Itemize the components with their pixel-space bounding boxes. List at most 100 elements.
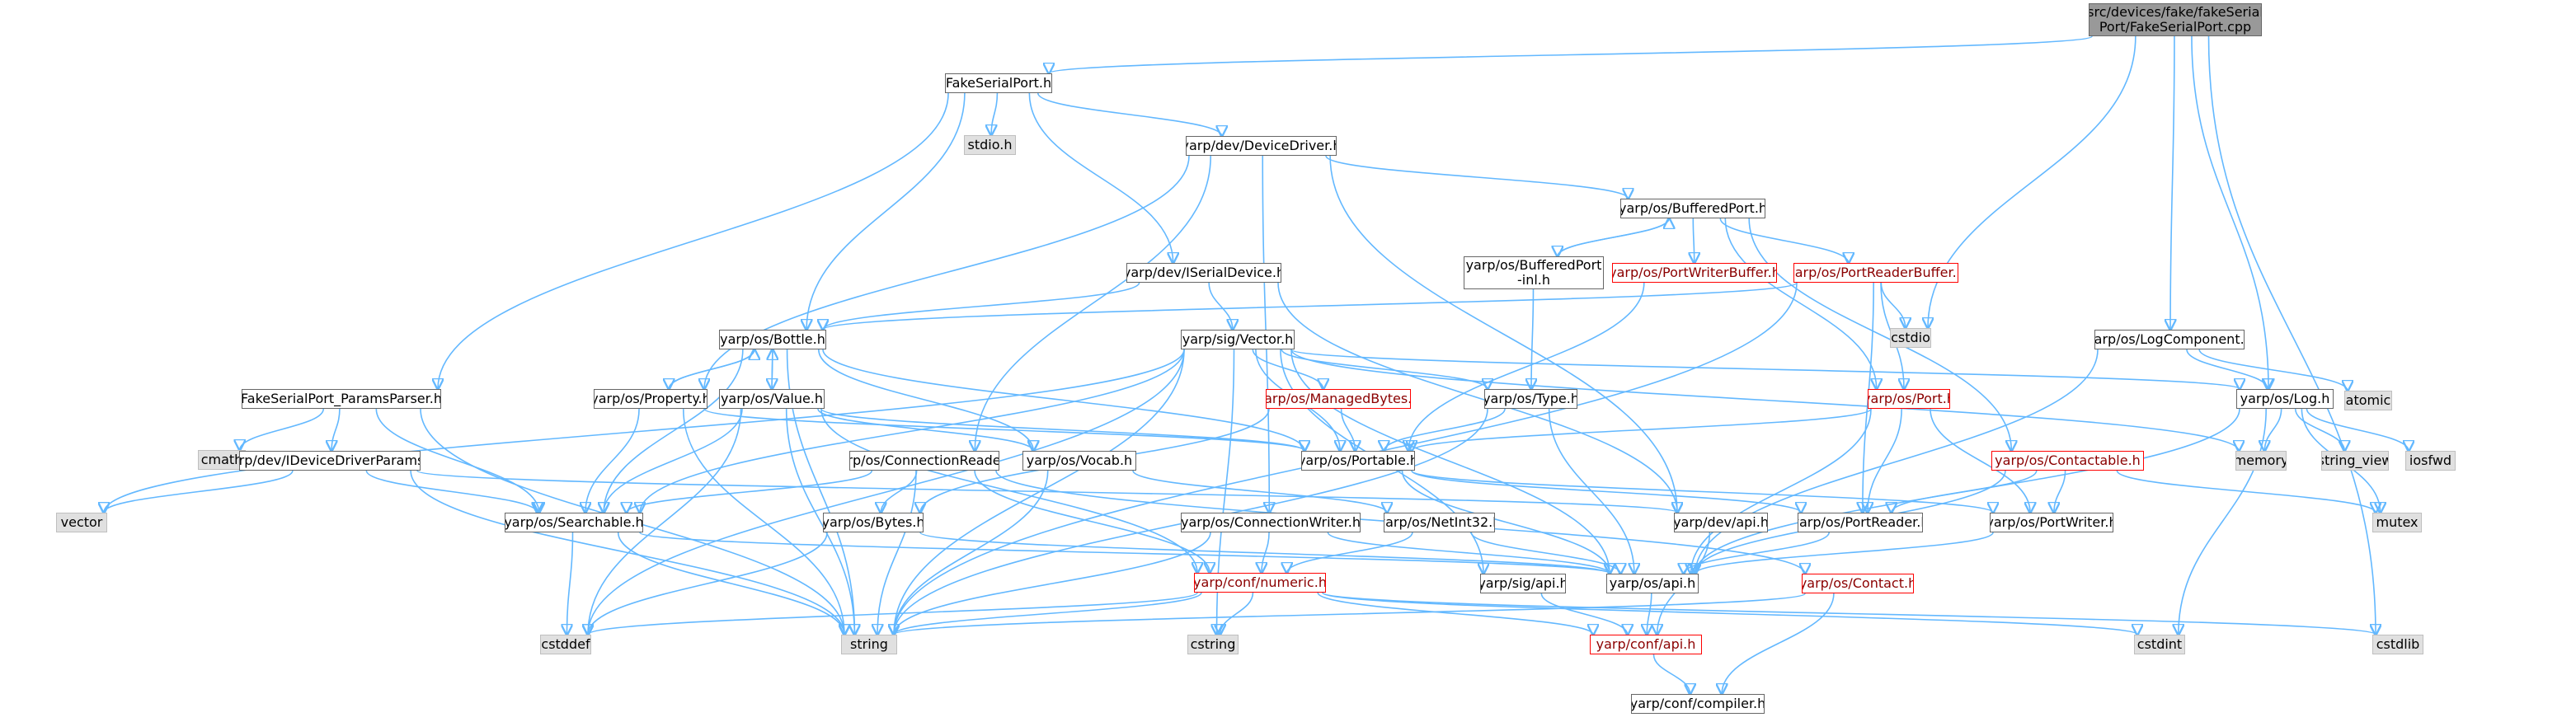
edge-portable-to-portreader: [1411, 470, 1801, 513]
edge-devdriver-to-bufport: [1325, 155, 1628, 199]
node-pwbuf[interactable]: yarp/os/PortWriterBuffer.h: [1612, 263, 1777, 283]
edge-searchable-to-osapi: [639, 532, 1610, 574]
node-cstdint: cstdint: [2134, 635, 2185, 654]
edge-sigvec-to-searchable: [640, 349, 1185, 513]
edge-property-to-searchable: [585, 408, 640, 513]
node-managed[interactable]: yarp/os/ManagedBytes.h: [1266, 389, 1411, 409]
node-cstring: cstring: [1187, 635, 1239, 654]
node-devdriver[interactable]: yarp/dev/DeviceDriver.h: [1186, 136, 1337, 156]
node-cstdlib: cstdlib: [2372, 635, 2423, 654]
edge-fspparams-to-searchable: [375, 408, 538, 513]
node-confapi[interactable]: yarp/conf/api.h: [1590, 635, 1702, 654]
edge-port-to-portable: [1412, 408, 1872, 451]
node-connwriter[interactable]: yarp/os/ConnectionWriter.h: [1181, 513, 1361, 532]
edge-log-to-memory: [2264, 408, 2282, 451]
edge-root-to-fsph: [1049, 35, 2093, 73]
node-vocab[interactable]: yarp/os/Vocab.h: [1022, 451, 1136, 471]
edge-portable-to-osapi: [1401, 470, 1610, 574]
edge-property-to-bottle: [668, 349, 754, 390]
edge-devdriver-to-connreader: [975, 155, 1212, 451]
node-value[interactable]: yarp/os/Value.h: [719, 389, 825, 409]
edge-root-to-log: [2191, 35, 2268, 389]
edge-sigapi-to-confapi: [1540, 593, 1627, 635]
node-devapi[interactable]: yarp/dev/api.h: [1674, 513, 1768, 532]
node-connreader[interactable]: yarp/os/ConnectionReader.h: [849, 451, 999, 471]
node-bufportinl[interactable]: yarp/os/BufferedPort -inl.h: [1464, 256, 1604, 289]
node-portwriter[interactable]: yarp/os/PortWriter.h: [1990, 513, 2113, 532]
edge-fsph-to-devdriver: [1037, 92, 1222, 136]
node-log[interactable]: yarp/os/Log.h: [2236, 389, 2334, 409]
edge-contactable-to-mutex: [2116, 470, 2376, 513]
edge-value-to-string: [785, 408, 855, 635]
node-port[interactable]: yarp/os/Port.h: [1868, 389, 1950, 409]
edge-idevparams-to-vector: [104, 470, 294, 513]
node-bufport[interactable]: yarp/os/BufferedPort.h: [1620, 199, 1765, 218]
edge-connreader-to-numeric: [974, 470, 1210, 573]
edge-numeric-to-string: [894, 592, 1202, 635]
node-fsph[interactable]: FakeSerialPort.h: [945, 73, 1052, 93]
node-searchable[interactable]: yarp/os/Searchable.h: [505, 513, 643, 532]
edge-root-to-cstdio: [1928, 35, 2136, 328]
edge-sigvec-to-log: [1290, 349, 2240, 389]
edge-contactable-to-portreader: [1892, 470, 2038, 513]
node-iserial[interactable]: yarp/dev/ISerialDevice.h: [1126, 263, 1281, 283]
edge-fsph-to-fspparams: [438, 92, 949, 389]
edge-searchable-to-cstddef: [567, 532, 574, 635]
node-logcomp[interactable]: yarp/os/LogComponent.h: [2094, 330, 2245, 349]
edge-bufport-to-port: [1724, 218, 1876, 389]
node-root: src/devices/fake/fakeSerial Port/FakeSer…: [2089, 3, 2262, 36]
node-contact[interactable]: yarp/os/Contact.h: [1802, 574, 1914, 593]
edge-contactable-to-portwriter: [2054, 470, 2066, 513]
node-mutex: mutex: [2372, 513, 2422, 532]
node-osapi[interactable]: yarp/os/api.h: [1606, 574, 1699, 593]
edge-vocab-to-string: [894, 470, 1049, 635]
edge-bottle-to-vocab: [818, 349, 1033, 451]
edge-osapi-to-confapi: [1647, 593, 1652, 635]
edge-type-to-portable: [1384, 408, 1506, 451]
edge-idevparams-to-searchable: [365, 470, 537, 513]
node-portreader[interactable]: yarp/os/PortReader.h: [1798, 513, 1923, 532]
node-compiler[interactable]: yarp/conf/compiler.h: [1631, 694, 1765, 714]
node-property[interactable]: yarp/os/Property.h: [594, 389, 707, 409]
edge-value-to-bottle: [772, 349, 773, 390]
node-numeric[interactable]: yarp/conf/numeric.h: [1194, 573, 1326, 593]
node-type[interactable]: yarp/os/Type.h: [1484, 389, 1577, 409]
edge-idevparams-to-devapi: [416, 470, 1677, 513]
edge-property-to-portable: [703, 408, 1304, 451]
edge-bufportinl-to-type: [1531, 288, 1533, 389]
edge-numeric-to-cstddef: [588, 592, 1198, 635]
edge-value-to-searchable: [604, 408, 743, 513]
edge-numeric-to-cstdlib: [1322, 592, 2376, 635]
edge-sigvec-to-cstddef: [588, 349, 1185, 635]
edge-fsph-to-iserial: [1028, 92, 1173, 263]
node-cmath: cmath: [198, 450, 246, 470]
edge-bottle-to-searchable: [604, 349, 744, 513]
edge-searchable-to-string: [617, 532, 844, 635]
node-contactable[interactable]: yarp/os/Contactable.h: [1991, 451, 2144, 471]
node-netint32[interactable]: yarp/os/NetInt32.h: [1384, 513, 1495, 532]
node-sigvec[interactable]: yarp/sig/Vector.h: [1181, 330, 1295, 349]
edge-confapi-to-compiler: [1652, 654, 1690, 694]
node-prbuf[interactable]: yarp/os/PortReaderBuffer.h: [1793, 263, 1958, 283]
edge-devdriver-to-property: [704, 155, 1190, 389]
edge-vocab-to-netint32: [1132, 470, 1387, 513]
edge-sigvec-to-type: [1281, 349, 1488, 389]
node-portable[interactable]: yarp/os/Portable.h: [1301, 451, 1415, 471]
node-string_view: string_view: [2321, 451, 2389, 471]
node-bottle[interactable]: yarp/os/Bottle.h: [719, 330, 826, 349]
edge-bytes-to-cstddef: [588, 532, 828, 635]
edge-logcomp-to-osapi: [1695, 349, 2099, 574]
edge-numeric-to-cstring: [1220, 592, 1254, 635]
edge-log-to-iosfwd: [2306, 408, 2409, 451]
edge-bufportinl-to-bufport: [1557, 218, 1669, 257]
edge-port-to-portreader: [1868, 408, 1902, 513]
node-sigapi[interactable]: yarp/sig/api.h: [1480, 574, 1566, 593]
node-idevparams[interactable]: yarp/dev/IDeviceDriverParams.h: [239, 451, 421, 471]
edge-pwbuf-to-portable: [1408, 282, 1645, 451]
edge-managed-to-portable: [1340, 408, 1356, 451]
edge-connwriter-to-numeric: [1262, 532, 1270, 573]
node-bytes[interactable]: yarp/os/Bytes.h: [823, 513, 924, 532]
node-cstdio: cstdio: [1890, 328, 1931, 348]
edge-numeric-to-confapi: [1317, 592, 1593, 635]
node-fspparams[interactable]: FakeSerialPort_ParamsParser.h: [242, 389, 441, 409]
